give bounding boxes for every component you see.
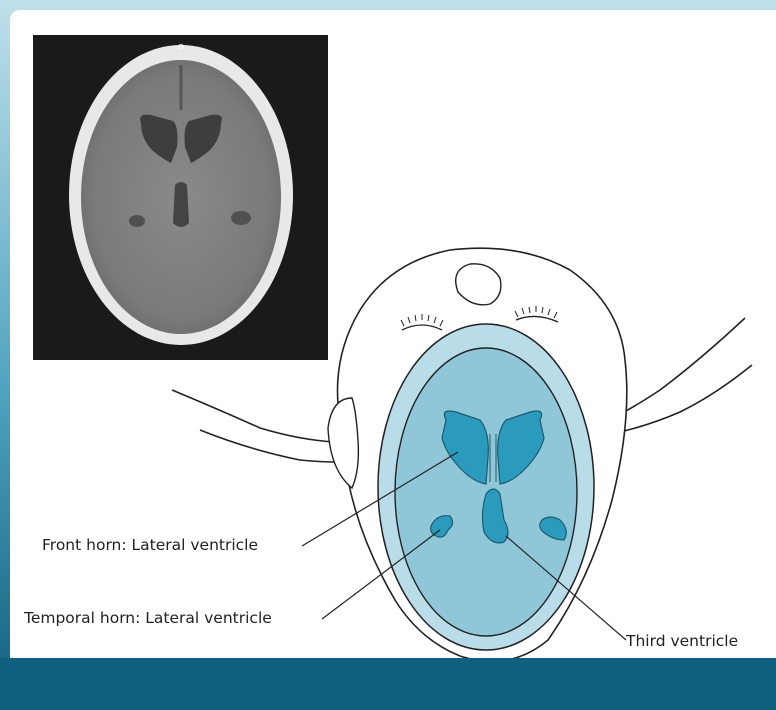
brain — [395, 348, 577, 636]
label-third-ventricle: Third ventricle — [626, 632, 738, 650]
ear-left — [328, 398, 358, 488]
label-temporal-horn: Temporal horn: Lateral ventricle — [24, 609, 272, 627]
label-front-horn: Front horn: Lateral ventricle — [42, 536, 258, 554]
right-arm-upper-line — [608, 318, 745, 420]
bottom-band — [0, 658, 776, 710]
left-arm-lower-line — [200, 430, 336, 462]
right-arm-lower-line — [620, 365, 752, 432]
head-illustration — [10, 10, 776, 658]
left-arm-upper-line — [172, 390, 335, 442]
